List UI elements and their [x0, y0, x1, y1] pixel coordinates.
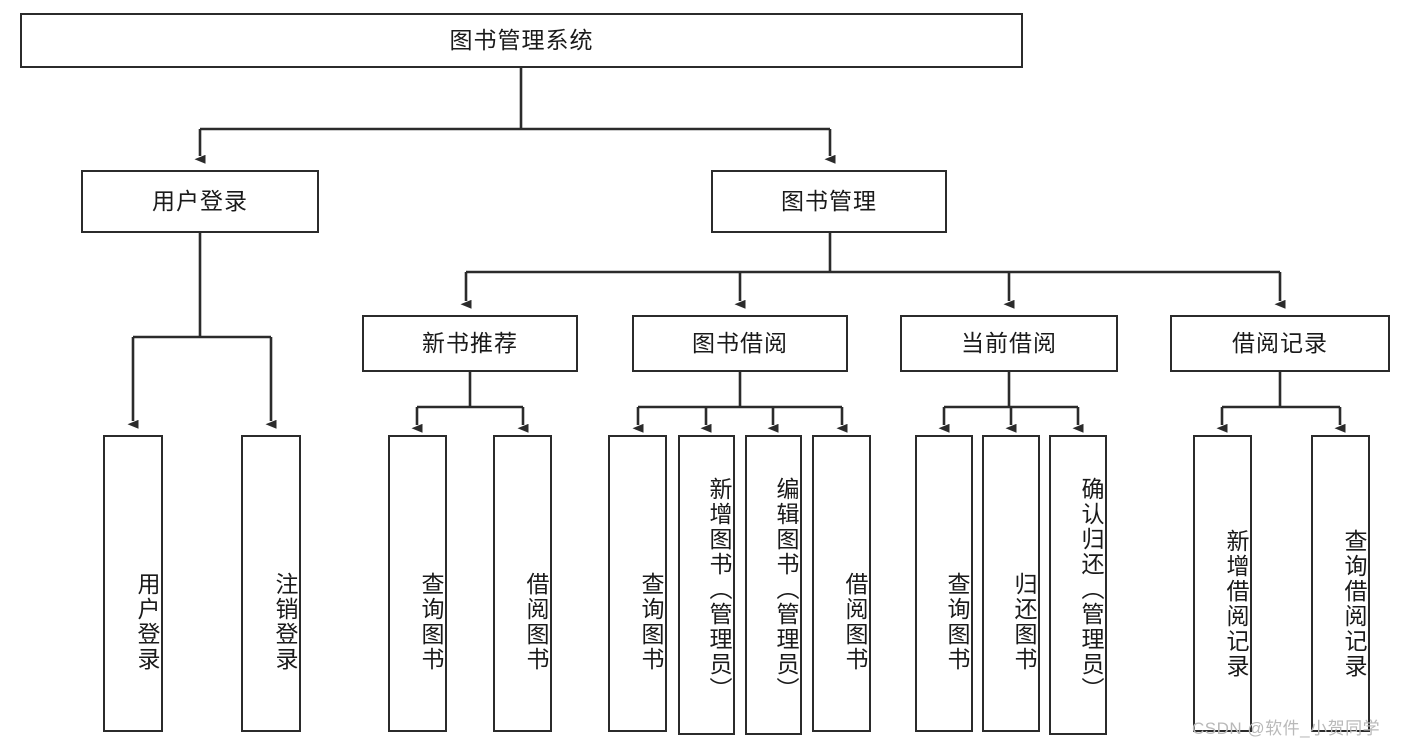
node-current-borrow[interactable]: 当前借阅 [900, 315, 1118, 372]
leaf-logout-login[interactable]: 注销登录 [241, 435, 301, 732]
node-label: 图书管理系统 [449, 26, 594, 53]
node-label: 归还图书 [1011, 571, 1037, 672]
node-label: 用户登录 [134, 571, 160, 672]
node-label: 当前借阅 [961, 329, 1057, 356]
node-label: 借阅图书 [842, 571, 868, 672]
node-label: 查询图书 [418, 571, 444, 672]
node-label: 查询图书 [638, 571, 664, 672]
node-borrow-record[interactable]: 借阅记录 [1170, 315, 1390, 372]
node-label: 用户登录 [152, 187, 248, 214]
leaf-query-book-3[interactable]: 查询图书 [915, 435, 973, 732]
node-new-book-recommend[interactable]: 新书推荐 [362, 315, 578, 372]
leaf-query-book-2[interactable]: 查询图书 [608, 435, 667, 732]
node-book-management-system[interactable]: 图书管理系统 [20, 13, 1023, 68]
leaf-borrow-book-2[interactable]: 借阅图书 [812, 435, 871, 732]
node-label: 新增图书（管理员） [706, 476, 732, 702]
leaf-return-book[interactable]: 归还图书 [982, 435, 1040, 732]
leaf-query-book-1[interactable]: 查询图书 [388, 435, 447, 732]
leaf-edit-book-admin[interactable]: 编辑图书（管理员） [745, 435, 802, 735]
leaf-user-login[interactable]: 用户登录 [103, 435, 163, 732]
node-label: 确认归还（管理员） [1078, 476, 1104, 702]
node-label: 借阅记录 [1232, 329, 1328, 356]
node-user-login[interactable]: 用户登录 [81, 170, 319, 233]
node-book-borrow[interactable]: 图书借阅 [632, 315, 848, 372]
node-label: 借阅图书 [523, 571, 549, 672]
node-label: 编辑图书（管理员） [773, 476, 799, 702]
leaf-query-borrow-record[interactable]: 查询借阅记录 [1311, 435, 1370, 732]
node-label: 图书管理 [781, 187, 877, 214]
node-label: 查询图书 [944, 571, 970, 672]
node-label: 图书借阅 [692, 329, 788, 356]
csdn-watermark: CSDN @软件_小贺同学 [1192, 719, 1381, 738]
leaf-add-book-admin[interactable]: 新增图书（管理员） [678, 435, 735, 735]
leaf-confirm-return-admin[interactable]: 确认归还（管理员） [1049, 435, 1107, 735]
node-book-management[interactable]: 图书管理 [711, 170, 947, 233]
leaf-add-borrow-record[interactable]: 新增借阅记录 [1193, 435, 1252, 732]
node-label: 注销登录 [272, 571, 298, 672]
node-label: 新增借阅记录 [1223, 528, 1249, 679]
leaf-borrow-book-1[interactable]: 借阅图书 [493, 435, 552, 732]
node-label: 查询借阅记录 [1341, 528, 1367, 679]
node-label: 新书推荐 [422, 329, 518, 356]
